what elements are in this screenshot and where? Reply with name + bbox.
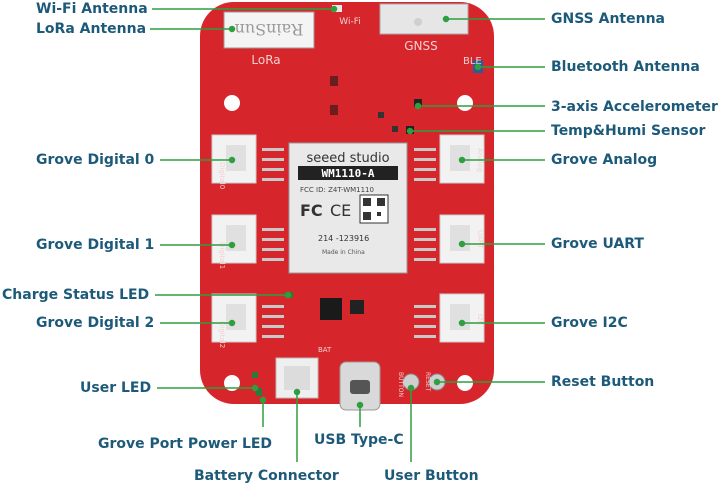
- silk-digital1: Digital1: [218, 242, 226, 269]
- silk-reset: RESET: [424, 372, 431, 392]
- silk-digital2: Digital2: [218, 321, 226, 348]
- grove-digital1-connector: [211, 214, 257, 264]
- lora-led: [330, 76, 338, 86]
- lora-antenna-chip: [223, 11, 315, 49]
- mounting-hole: [224, 375, 240, 391]
- label-grove-uart: Grove UART: [551, 236, 644, 252]
- usb-typec-opening: [350, 380, 370, 394]
- component: [392, 126, 398, 132]
- label-lora-antenna: LoRa Antenna: [36, 21, 147, 37]
- label-user-led: User LED: [80, 380, 152, 396]
- mounting-hole: [457, 375, 473, 391]
- lora-silk: LoRa: [251, 53, 280, 67]
- silk-digital0: Digital0: [218, 162, 226, 189]
- label-bluetooth-antenna: Bluetooth Antenna: [551, 59, 700, 75]
- ble-silk: BLE: [463, 56, 482, 67]
- gnss-antenna-dot: [414, 18, 422, 26]
- label-gnss-antenna: GNSS Antenna: [551, 11, 665, 27]
- gnss-led: [330, 105, 338, 115]
- label-grove-digital2: Grove Digital 2: [36, 315, 155, 331]
- battery-connector-inner: [284, 366, 310, 390]
- made-in: Made in China: [322, 249, 365, 256]
- rainsun-text: RainSun: [235, 20, 304, 39]
- label-grove-analog: Grove Analog: [551, 152, 658, 168]
- silk-button: BUTTON: [397, 372, 404, 397]
- user-led: [252, 372, 258, 378]
- mounting-hole: [224, 95, 240, 111]
- label-accelerometer: 3-axis Accelerometer: [551, 99, 718, 115]
- grove-i2c-connector: [439, 293, 485, 343]
- component: [350, 300, 364, 314]
- wm1110-module: seeed studio WM1110-A FCC ID: Z4T-WM1110…: [288, 142, 408, 274]
- silk-bat: BAT: [318, 346, 332, 354]
- label-grove-power-led: Grove Port Power LED: [98, 436, 273, 452]
- label-temp-humi: Temp&Humi Sensor: [551, 123, 706, 139]
- fcc-id: FCC ID: Z4T-WM1110: [300, 186, 374, 194]
- label-grove-digital1: Grove Digital 1: [36, 237, 155, 253]
- label-reset-button: Reset Button: [551, 374, 655, 390]
- label-usb-typec: USB Type-C: [314, 432, 404, 448]
- leader-lines: [150, 5, 545, 462]
- component: [378, 112, 384, 118]
- component: [320, 298, 342, 320]
- silk-uart: UART: [476, 230, 484, 249]
- label-battery-connector: Battery Connector: [194, 468, 339, 484]
- cert-number: 214 -123916: [318, 234, 369, 243]
- module-pins: [262, 148, 436, 338]
- fc-mark: FC: [300, 201, 323, 220]
- label-grove-i2c: Grove I2C: [551, 315, 628, 331]
- wifi-silk: Wi-Fi: [339, 17, 360, 27]
- label-wifi-antenna: Wi-Fi Antenna: [36, 1, 148, 17]
- module-model: WM1110-A: [322, 167, 375, 180]
- label-user-button: User Button: [384, 468, 479, 484]
- grove-power-led: [256, 388, 262, 396]
- ce-mark: CE: [330, 201, 351, 220]
- gnss-silk: GNSS: [404, 39, 438, 53]
- label-grove-digital0: Grove Digital 0: [36, 152, 155, 168]
- label-charge-led: Charge Status LED: [2, 287, 150, 303]
- mounting-hole: [457, 95, 473, 111]
- silk-i2c: I2C: [476, 314, 484, 326]
- module-brand: seeed studio: [306, 151, 389, 166]
